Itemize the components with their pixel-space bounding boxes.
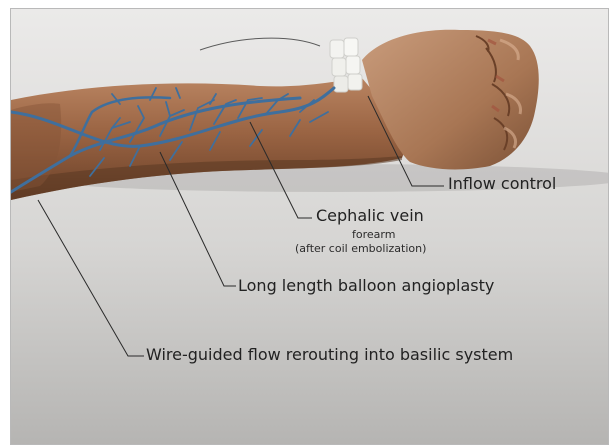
arm-illustration: [10, 8, 609, 445]
label-wire-guided: Wire-guided flow rerouting into basilic …: [146, 347, 513, 363]
inflow-clamp: [330, 38, 362, 92]
label-inflow-control: Inflow control: [448, 176, 556, 192]
label-cephalic-vein: Cephalic vein: [316, 208, 424, 224]
label-long-balloon: Long length balloon angioplasty: [238, 278, 494, 294]
label-forearm: forearm: [352, 229, 395, 240]
illustration-frame: Inflow control Cephalic vein forearm (af…: [10, 8, 609, 445]
label-after-coil: (after coil embolization): [295, 243, 426, 254]
